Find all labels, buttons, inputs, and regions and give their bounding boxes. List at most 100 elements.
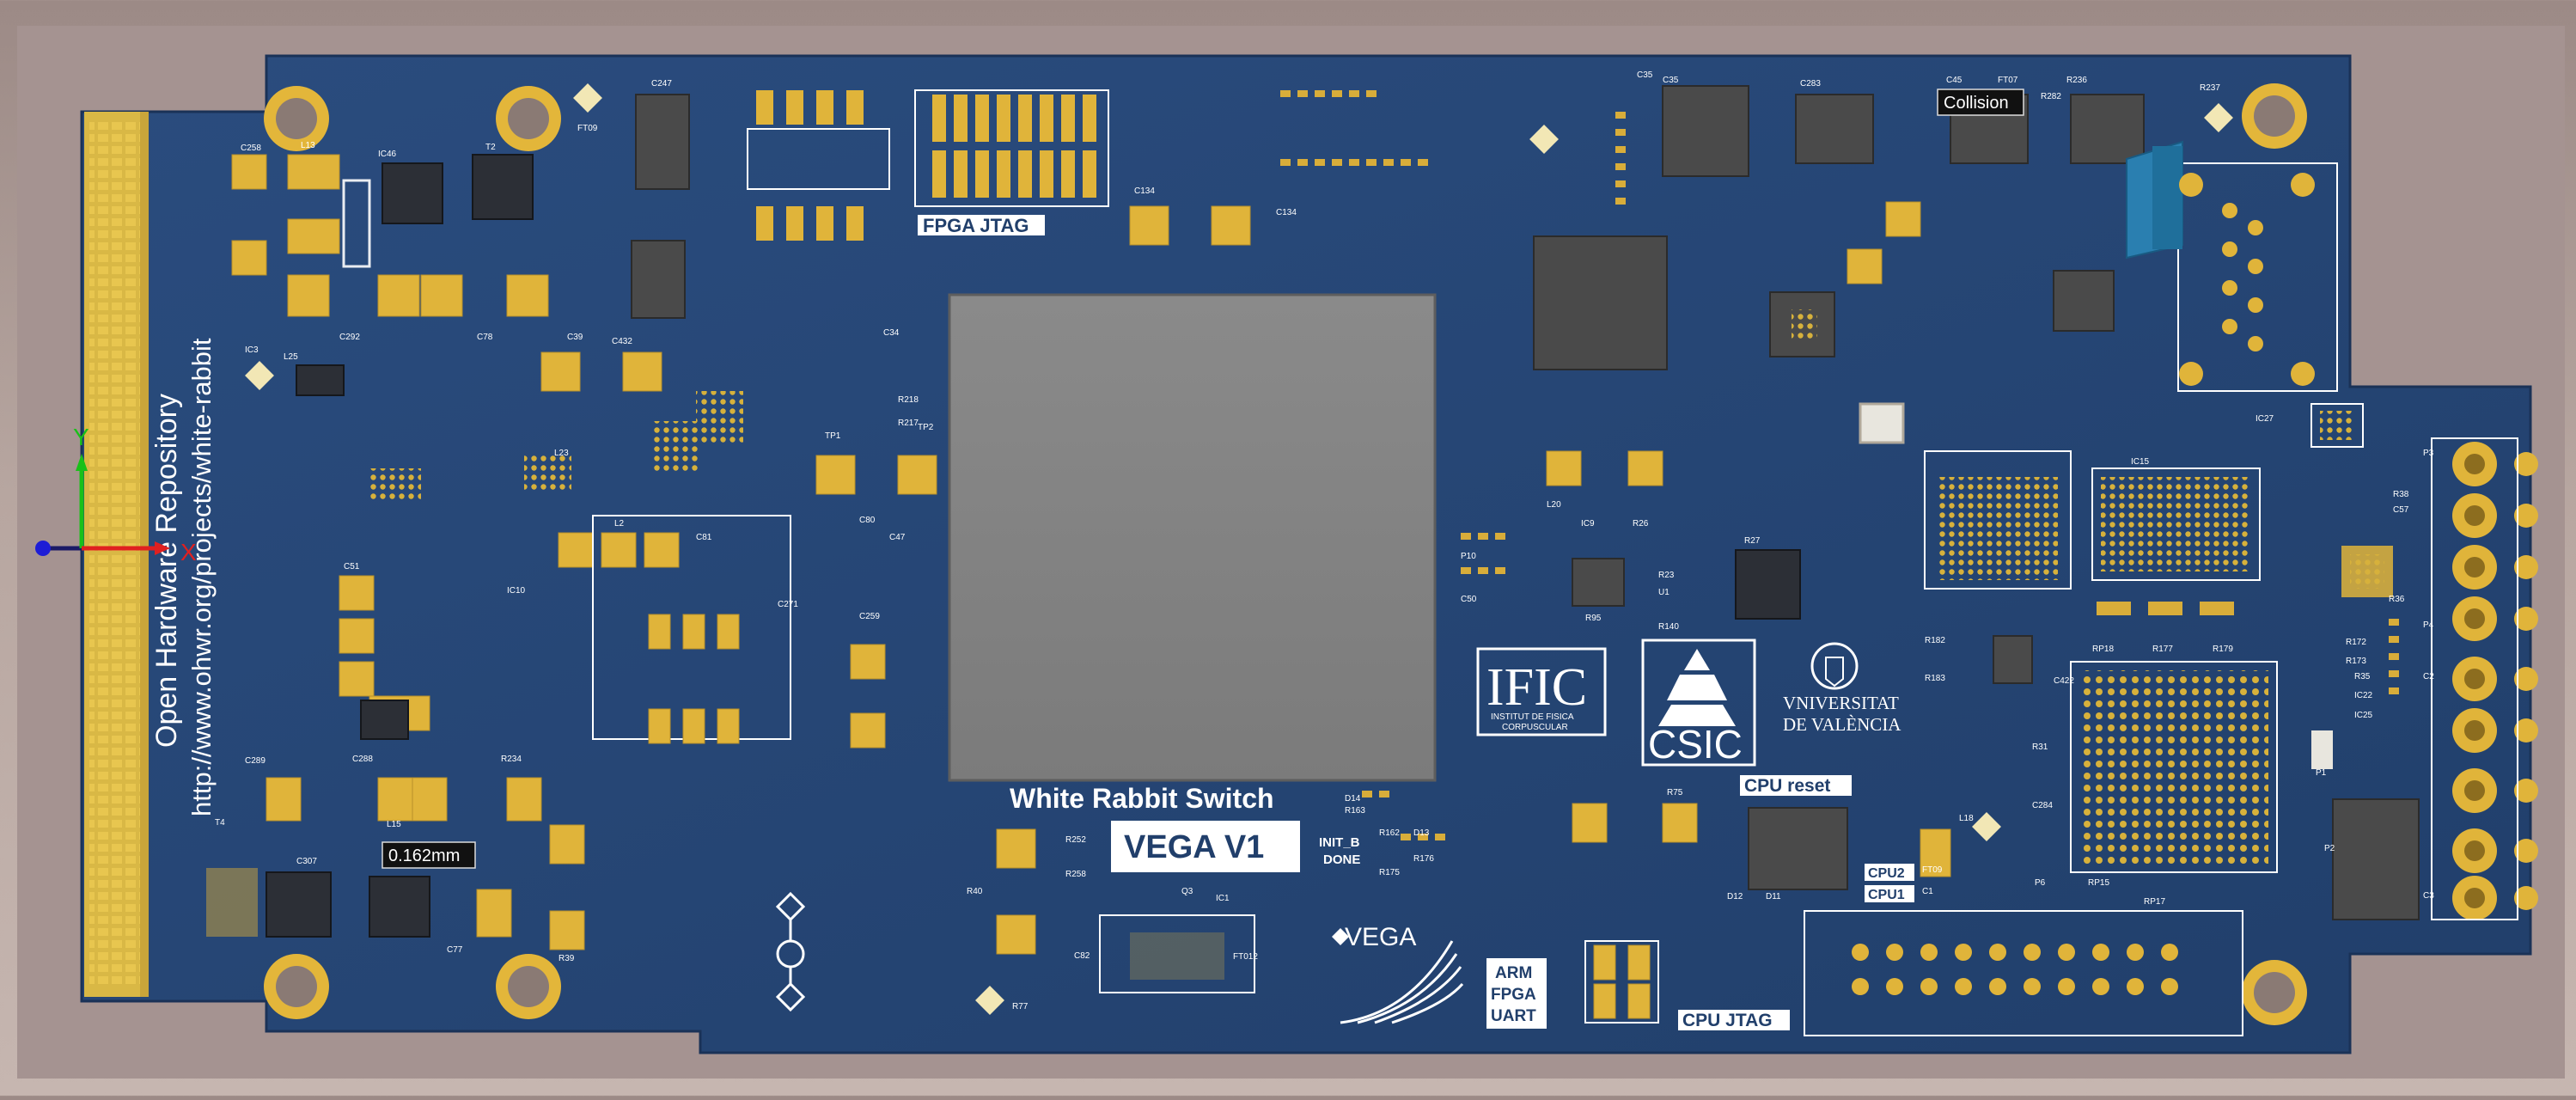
pad-c97b — [1211, 205, 1251, 246]
svg-text:R217: R217 — [898, 419, 919, 428]
svg-text:FT09: FT09 — [577, 124, 598, 133]
svg-text:C78: C78 — [477, 333, 493, 342]
cpu-jtag-label-bg — [1678, 1010, 1790, 1030]
svg-text:R23: R23 — [1658, 571, 1675, 580]
svg-text:R236: R236 — [2066, 76, 2087, 85]
version-label-bg — [1111, 821, 1300, 872]
svg-text:C47: C47 — [889, 533, 906, 542]
svg-text:L18: L18 — [1959, 814, 1974, 823]
svg-text:C283: C283 — [1800, 79, 1821, 89]
uv-line-1: VNIVERSITAT — [1783, 693, 1899, 713]
svg-text:IC1: IC1 — [1216, 894, 1230, 903]
svg-text:IC25: IC25 — [2354, 711, 2373, 720]
rj45-connector — [2126, 140, 2338, 392]
done-label: DONE — [1323, 852, 1360, 867]
arm-uart-label-2: FPGA — [1491, 986, 1536, 1004]
measure-tooltip: 0.162mm — [382, 841, 476, 869]
csic-logo-text: CSIC — [1648, 722, 1743, 767]
svg-text:C51: C51 — [344, 562, 360, 571]
svg-text:RP17: RP17 — [2144, 897, 2165, 907]
ific-logo: IFIC INSTITUT DE FISICA CORPUSCULAR — [1476, 647, 1607, 736]
svg-text:D14: D14 — [1345, 794, 1361, 804]
svg-text:C50: C50 — [1461, 595, 1477, 604]
ific-sub-1: INSTITUT DE FISICA — [1491, 712, 1574, 722]
svg-text:R183: R183 — [1925, 674, 1945, 683]
collision-tooltip: Collision — [1937, 89, 2024, 116]
pad-c97a — [1129, 205, 1169, 246]
svg-text:D13: D13 — [1413, 828, 1430, 838]
svg-text:R162: R162 — [1379, 828, 1400, 838]
svg-text:TP2: TP2 — [918, 423, 934, 432]
cpu-reset-label: CPU reset — [1744, 776, 1830, 796]
csic-logo: CSIC — [1641, 639, 1756, 767]
version-label: VEGA V1 — [1124, 829, 1264, 865]
svg-text:D11: D11 — [1766, 892, 1781, 901]
fpga-package[interactable] — [948, 293, 1437, 782]
arm-uart-label-1: ARM — [1495, 964, 1532, 982]
svg-text:R258: R258 — [1065, 870, 1086, 879]
passive-components — [1280, 90, 2399, 840]
svg-text:P4: P4 — [2423, 620, 2434, 630]
cpu-jtag-label: CPU JTAG — [1682, 1011, 1773, 1030]
collision-tooltip-text: Collision — [1944, 94, 2009, 113]
arm-uart-label-bg — [1486, 958, 1547, 1029]
svg-text:R176: R176 — [1413, 854, 1434, 864]
repo-line-2: http://www.ohwr.org/projects/white-rabbi… — [186, 338, 217, 816]
svg-text:IC10: IC10 — [507, 586, 526, 596]
svg-text:IC27: IC27 — [2256, 414, 2274, 424]
svg-text:C35: C35 — [1663, 76, 1679, 85]
svg-text:C82: C82 — [1074, 951, 1090, 961]
svg-text:R173: R173 — [2346, 657, 2366, 666]
cpu1-label: CPU1 — [1868, 888, 1905, 902]
svg-text:R252: R252 — [1065, 835, 1086, 845]
svg-text:C247: C247 — [651, 79, 672, 89]
svg-text:R237: R237 — [2200, 83, 2220, 93]
mounting-holes — [264, 83, 2307, 1025]
svg-text:C34: C34 — [883, 328, 900, 338]
svg-text:L13: L13 — [301, 141, 315, 150]
designators: C258 L13 IC46 T2 C247 FT09 C34 C35 C35 C… — [215, 70, 2434, 1011]
svg-text:C3: C3 — [2423, 891, 2434, 901]
init-b-label: INIT_B — [1319, 835, 1360, 850]
svg-text:P6: P6 — [2035, 878, 2046, 888]
vega-logo-text: VEGA — [1345, 923, 1416, 951]
cpu1-label-bg — [1865, 885, 1914, 902]
svg-text:FT07: FT07 — [1998, 76, 2018, 85]
svg-text:FT09: FT09 — [1922, 865, 1943, 875]
svg-text:C77: C77 — [447, 945, 463, 955]
svg-text:C292: C292 — [339, 333, 360, 342]
cpu2-label: CPU2 — [1868, 866, 1905, 881]
bottom-center-components — [996, 828, 1659, 1024]
svg-text:P2: P2 — [2324, 844, 2335, 853]
svg-text:R172: R172 — [2346, 638, 2366, 647]
svg-text:R177: R177 — [2152, 645, 2173, 654]
assembly-symbol — [775, 891, 806, 1012]
svg-text:R140: R140 — [1658, 622, 1679, 632]
svg-text:R26: R26 — [1633, 519, 1649, 529]
cpu-reset-label-bg — [1740, 775, 1852, 796]
svg-text:R179: R179 — [2213, 645, 2233, 654]
svg-text:C134: C134 — [1134, 186, 1155, 196]
svg-text:R40: R40 — [967, 887, 983, 896]
fpga-jtag-header — [914, 89, 1109, 207]
svg-text:R95: R95 — [1585, 614, 1602, 623]
arm-uart-label-3: UART — [1491, 1007, 1536, 1025]
svg-text:P1: P1 — [2316, 768, 2327, 778]
svg-text:R175: R175 — [1379, 868, 1400, 877]
svg-text:C271: C271 — [778, 600, 798, 609]
svg-text:P10: P10 — [1461, 552, 1476, 561]
svg-text:C284: C284 — [2032, 801, 2053, 810]
svg-text:R38: R38 — [2393, 490, 2409, 499]
repo-line-1: Open Hardware Repository — [150, 394, 183, 748]
power-section-left — [231, 94, 937, 749]
svg-text:T4: T4 — [215, 818, 225, 828]
svg-text:L2: L2 — [614, 519, 625, 529]
svg-text:R75: R75 — [1667, 788, 1683, 798]
svg-text:C39: C39 — [567, 333, 583, 342]
svg-text:L15: L15 — [387, 820, 401, 829]
svg-text:R163: R163 — [1345, 806, 1365, 816]
svg-text:IC3: IC3 — [245, 345, 259, 355]
svg-text:TP1: TP1 — [825, 431, 841, 441]
ific-logo-text: IFIC — [1486, 658, 1587, 717]
